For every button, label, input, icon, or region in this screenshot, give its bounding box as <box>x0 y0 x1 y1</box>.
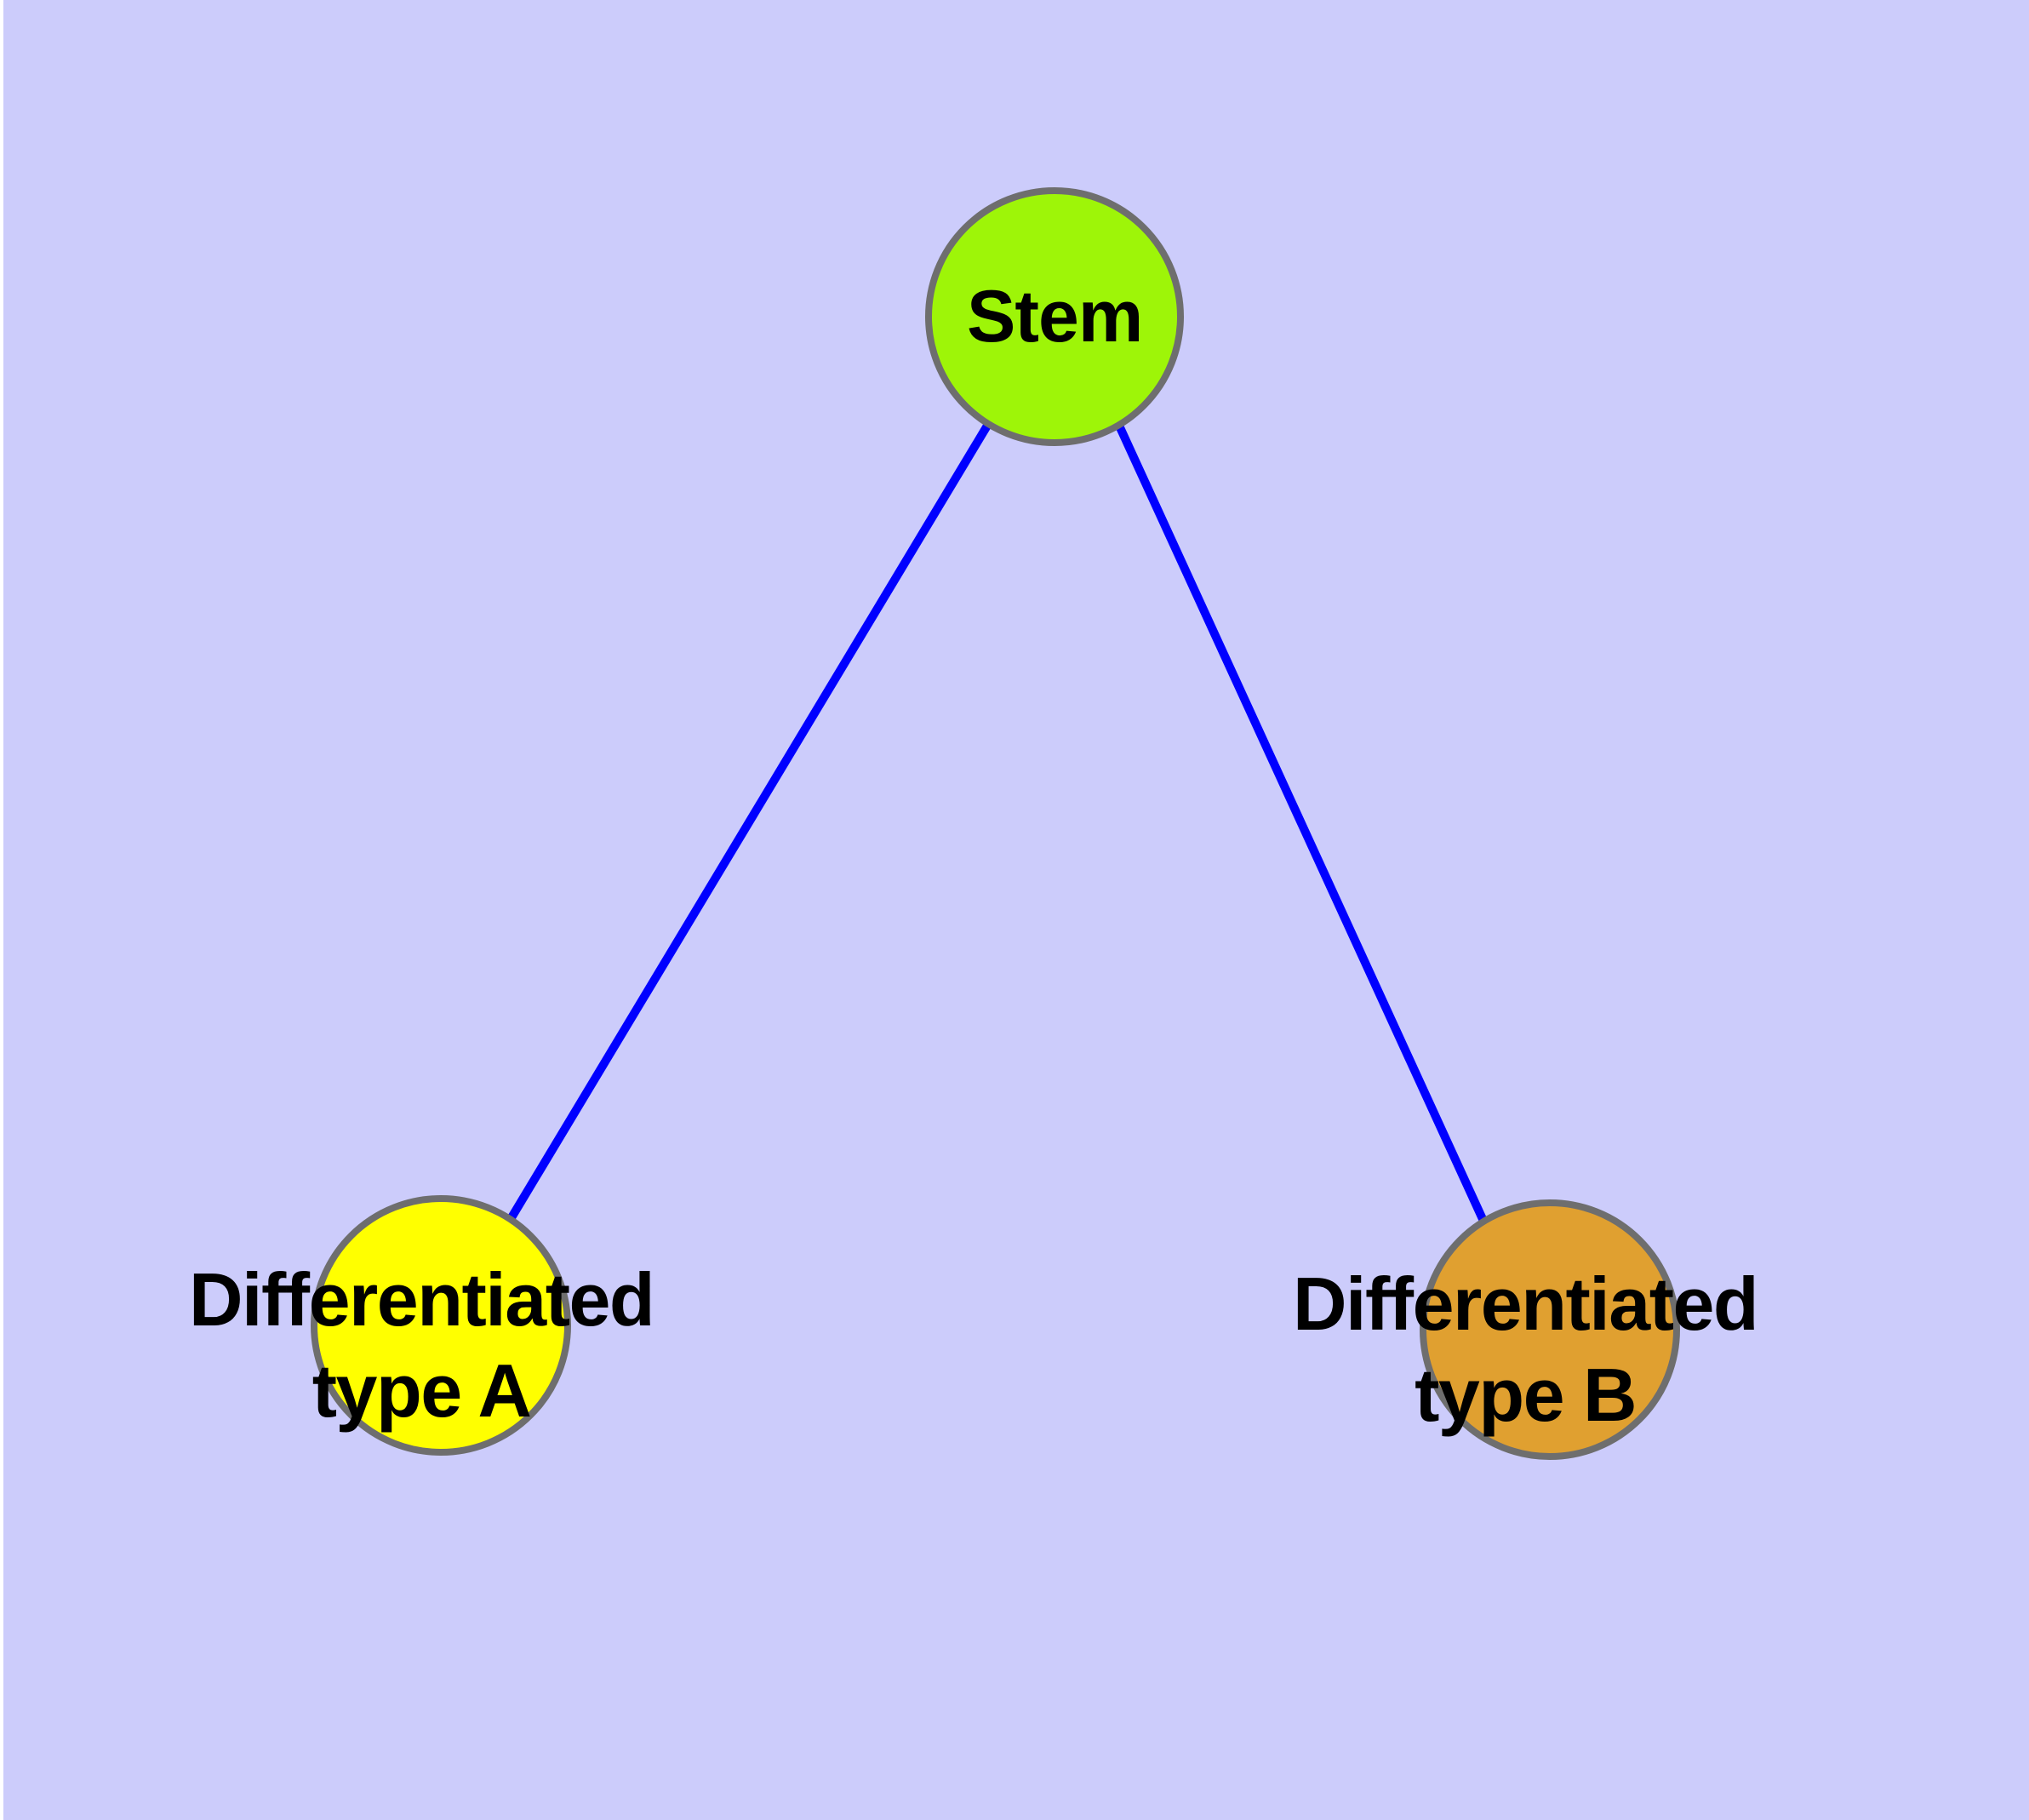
edges-group <box>506 423 1487 1222</box>
graph-node-diff_a[interactable] <box>311 1195 571 1456</box>
graph-edge-stem-diff_a[interactable] <box>506 423 992 1222</box>
graph-edge-stem-diff_b[interactable] <box>1115 423 1487 1222</box>
graph-node-diff_b[interactable] <box>1420 1199 1680 1460</box>
graph-node-stem[interactable] <box>925 187 1184 446</box>
nodes-group <box>311 187 1680 1460</box>
